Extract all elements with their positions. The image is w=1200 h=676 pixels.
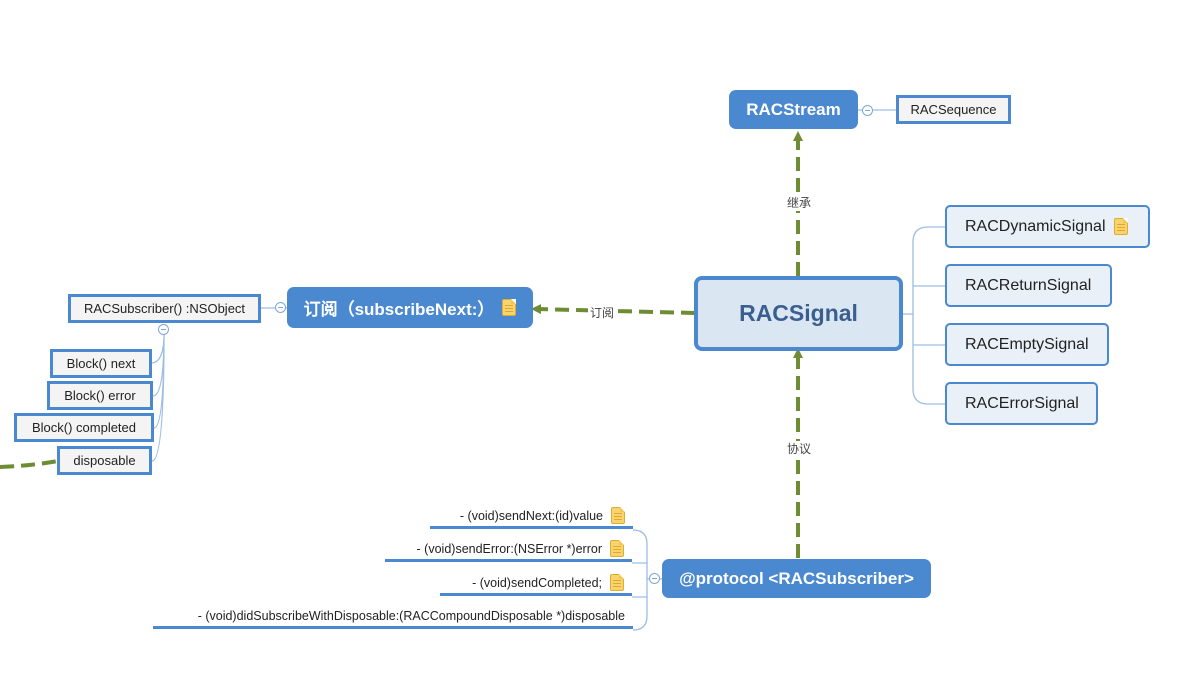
method-label: - (void)sendError:(NSError *)error (416, 541, 602, 556)
collapse-toggle-subscribe[interactable] (275, 302, 286, 313)
topic-protocol-label: @protocol <RACSubscriber> (679, 568, 914, 588)
subscriber-child-label: disposable (73, 453, 136, 468)
topic-racsubscriber-label: RACSubscriber() :NSObject (83, 301, 246, 316)
topic-racstream-label: RACStream (746, 99, 841, 119)
branch-line-subclasses (903, 226, 946, 405)
subscriber-child-label: Block() next (66, 356, 136, 371)
note-icon[interactable] (610, 540, 624, 557)
disposable-link (0, 459, 59, 469)
subclass-racerrorsignal[interactable]: RACErrorSignal (945, 382, 1098, 425)
subscriber-child-completed[interactable]: Block() completed (14, 413, 154, 442)
subscriber-child-error[interactable]: Block() error (47, 381, 153, 410)
note-icon[interactable] (611, 507, 625, 524)
note-icon[interactable] (502, 299, 517, 316)
subscriber-child-next[interactable]: Block() next (50, 349, 152, 378)
method-label: - (void)sendCompleted; (472, 575, 602, 590)
method-label: - (void)sendNext:(id)value (459, 508, 603, 523)
subclass-label: RACErrorSignal (965, 394, 1079, 412)
inherit-label: 继承 (785, 195, 814, 211)
subclass-racdynamicsignal[interactable]: RACDynamicSignal (945, 205, 1150, 248)
subscriber-child-disposable[interactable]: disposable (57, 446, 152, 475)
note-icon[interactable] (610, 574, 624, 591)
topic-racsubscriber[interactable]: RACSubscriber() :NSObject (68, 294, 261, 323)
collapse-toggle-racstream[interactable] (862, 105, 873, 116)
topic-racstream[interactable]: RACStream (729, 90, 858, 129)
subscriber-child-label: Block() error (64, 388, 136, 403)
protocol-link-label: 协议 (785, 441, 814, 457)
subclass-label: RACDynamicSignal (965, 217, 1106, 235)
topic-subscribe-label: 订阅（subscribeNext:） (303, 300, 495, 319)
note-icon[interactable] (1113, 218, 1128, 235)
subclass-racreturnsignal[interactable]: RACReturnSignal (945, 264, 1112, 307)
collapse-toggle-racsubscriber[interactable] (158, 324, 169, 335)
method-label: - (void)didSubscribeWithDisposable:(RACC… (197, 608, 625, 623)
method-didsubscribewithdisposable[interactable]: - (void)didSubscribeWithDisposable:(RACC… (153, 605, 633, 629)
topic-protocol-racsubscriber[interactable]: @protocol <RACSubscriber> (662, 559, 931, 598)
method-sendcompleted[interactable]: - (void)sendCompleted; (440, 572, 632, 596)
topic-racsequence-label: RACSequence (910, 102, 997, 117)
collapse-toggle-protocol[interactable] (649, 573, 660, 584)
branch-line-subscriber-children (150, 333, 165, 462)
central-topic-racsignal[interactable]: RACSignal (694, 276, 903, 351)
topic-subscribe[interactable]: 订阅（subscribeNext:） (287, 287, 533, 328)
subscriber-child-label: Block() completed (31, 420, 137, 435)
subscribe-arrow (531, 304, 696, 315)
subclass-racemptysignal[interactable]: RACEmptySignal (945, 323, 1109, 366)
central-topic-label: RACSignal (739, 300, 858, 326)
subscribe-link-label: 订阅 (588, 305, 617, 321)
subclass-label: RACReturnSignal (965, 276, 1092, 294)
method-sendnext[interactable]: - (void)sendNext:(id)value (430, 505, 633, 529)
method-senderror[interactable]: - (void)sendError:(NSError *)error (385, 538, 632, 562)
subclass-label: RACEmptySignal (965, 335, 1089, 353)
topic-racsequence[interactable]: RACSequence (896, 95, 1011, 124)
